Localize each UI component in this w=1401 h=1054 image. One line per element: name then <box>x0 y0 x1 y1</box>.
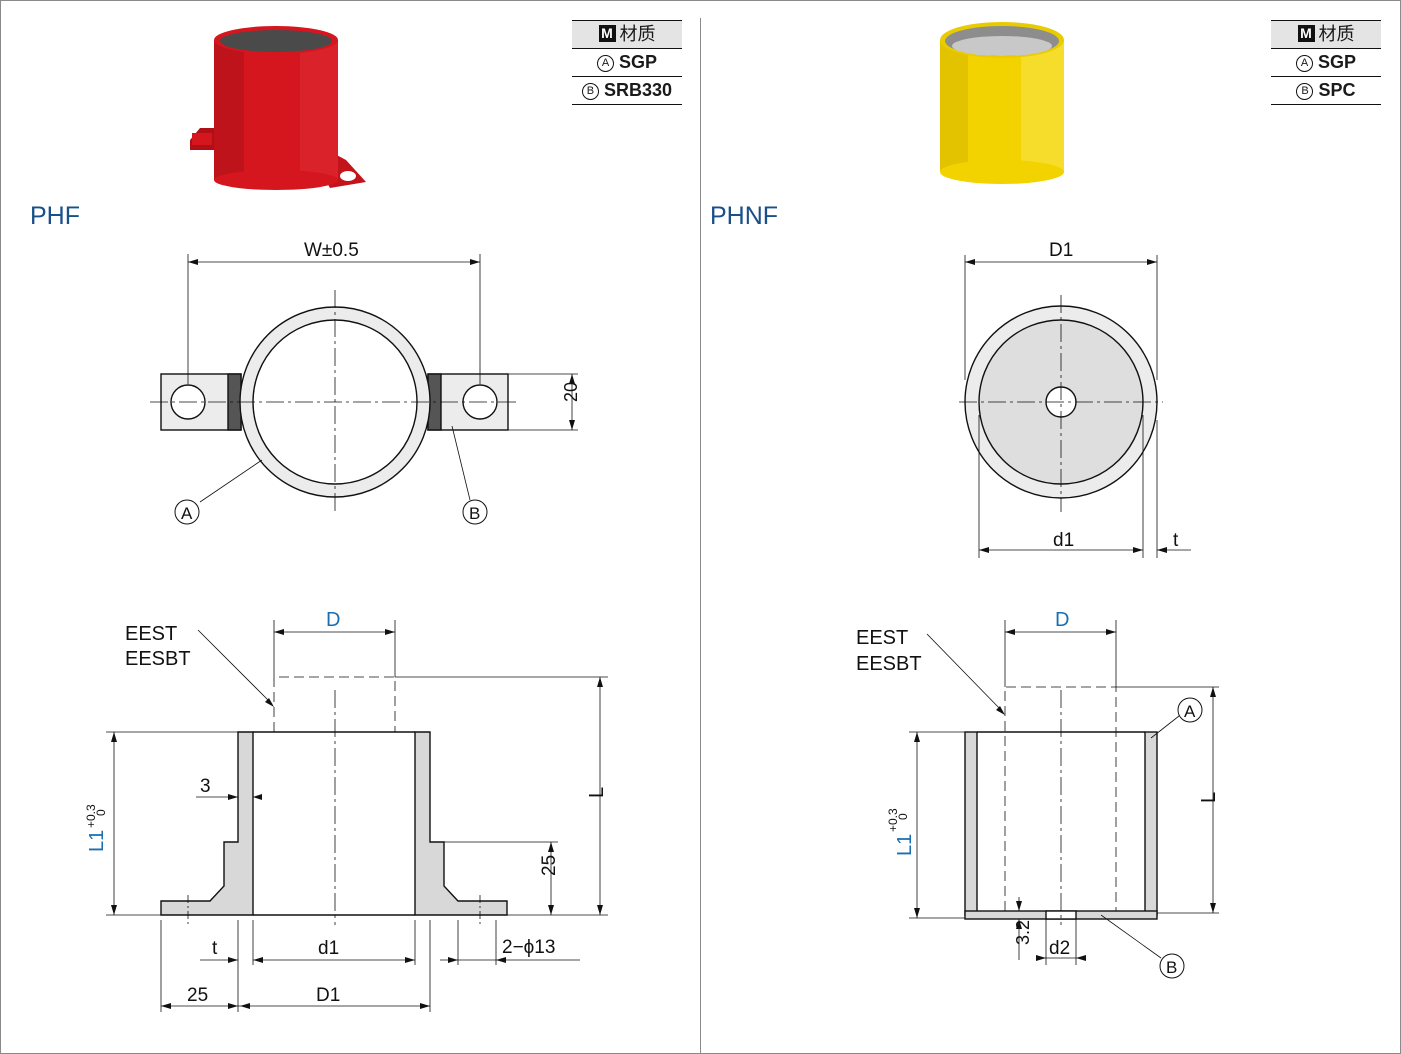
callout-b-label: B <box>1166 958 1177 977</box>
dim-l1-tol-zero: 0 <box>94 809 108 816</box>
dim-25-bottom-label: 25 <box>187 985 208 1006</box>
eest-label: EEST <box>125 623 177 645</box>
dim-3-label: 3 <box>200 776 211 797</box>
phnf-product-image <box>940 22 1064 184</box>
circle-b-icon: B <box>581 83 599 100</box>
callout-a-label: A <box>181 504 193 523</box>
phf-product-image <box>190 26 366 190</box>
dim-l1-tol-plus: +0.3 <box>84 804 98 828</box>
dim-l1-tol-zero: 0 <box>896 813 910 820</box>
dim-l-label: L <box>586 787 608 798</box>
circle-a-icon: A <box>1295 55 1313 72</box>
dim-l1-tol-plus: +0.3 <box>886 808 900 832</box>
panel-divider <box>700 18 701 1054</box>
material-a-value: SGP <box>1317 52 1356 72</box>
eest-label: EEST <box>856 627 908 649</box>
dim-d1-label: d1 <box>1053 530 1074 551</box>
dim-20-label: 20 <box>561 382 581 402</box>
model-title-phf: PHF <box>30 202 80 230</box>
phnf-drawing: D1 d1 t <box>856 22 1220 979</box>
material-header-label: 材质 <box>1318 24 1355 44</box>
dim-D1-label: D1 <box>1049 240 1073 261</box>
callout-b-label: B <box>469 504 480 523</box>
phnf-top-view <box>959 255 1191 558</box>
dim-D1-label: D1 <box>316 985 340 1006</box>
material-header-label: 材质 <box>619 24 656 44</box>
eesbt-label: EESBT <box>125 648 191 670</box>
material-b-value: SPC <box>1318 80 1356 100</box>
dim-l1-label: L1 <box>86 830 108 852</box>
dim-l-label: L <box>1198 792 1220 803</box>
dim-25-side-label: 25 <box>539 855 560 876</box>
dim-l1-label: L1 <box>894 834 916 856</box>
model-title-phnf: PHNF <box>710 202 779 230</box>
circle-b-icon: B <box>1296 83 1314 100</box>
phf-section-view <box>106 620 608 1012</box>
dim-32-label: 3.2 <box>1013 920 1033 945</box>
material-b-value: SRB330 <box>603 80 673 100</box>
dim-d-label: D <box>326 609 340 631</box>
material-badge-icon: M <box>598 25 616 42</box>
dim-t-label: t <box>1173 530 1179 551</box>
material-a-value: SGP <box>618 52 657 72</box>
callout-a-label: A <box>1184 702 1196 721</box>
material-badge-icon: M <box>1297 25 1315 42</box>
dim-hole-label: 2−ϕ13 <box>502 937 555 958</box>
dim-w-label: W±0.5 <box>304 240 359 261</box>
eesbt-label: EESBT <box>856 653 922 675</box>
phnf-section-view <box>909 620 1219 979</box>
phf-drawing: W±0.5 20 A B <box>84 26 608 1012</box>
dim-t-label: t <box>212 938 218 959</box>
phf-top-view <box>150 254 578 525</box>
dim-d1-label: d1 <box>318 938 339 959</box>
dim-d2-label: d2 <box>1049 938 1070 959</box>
circle-a-icon: A <box>596 55 614 72</box>
dim-d-label: D <box>1055 609 1069 631</box>
